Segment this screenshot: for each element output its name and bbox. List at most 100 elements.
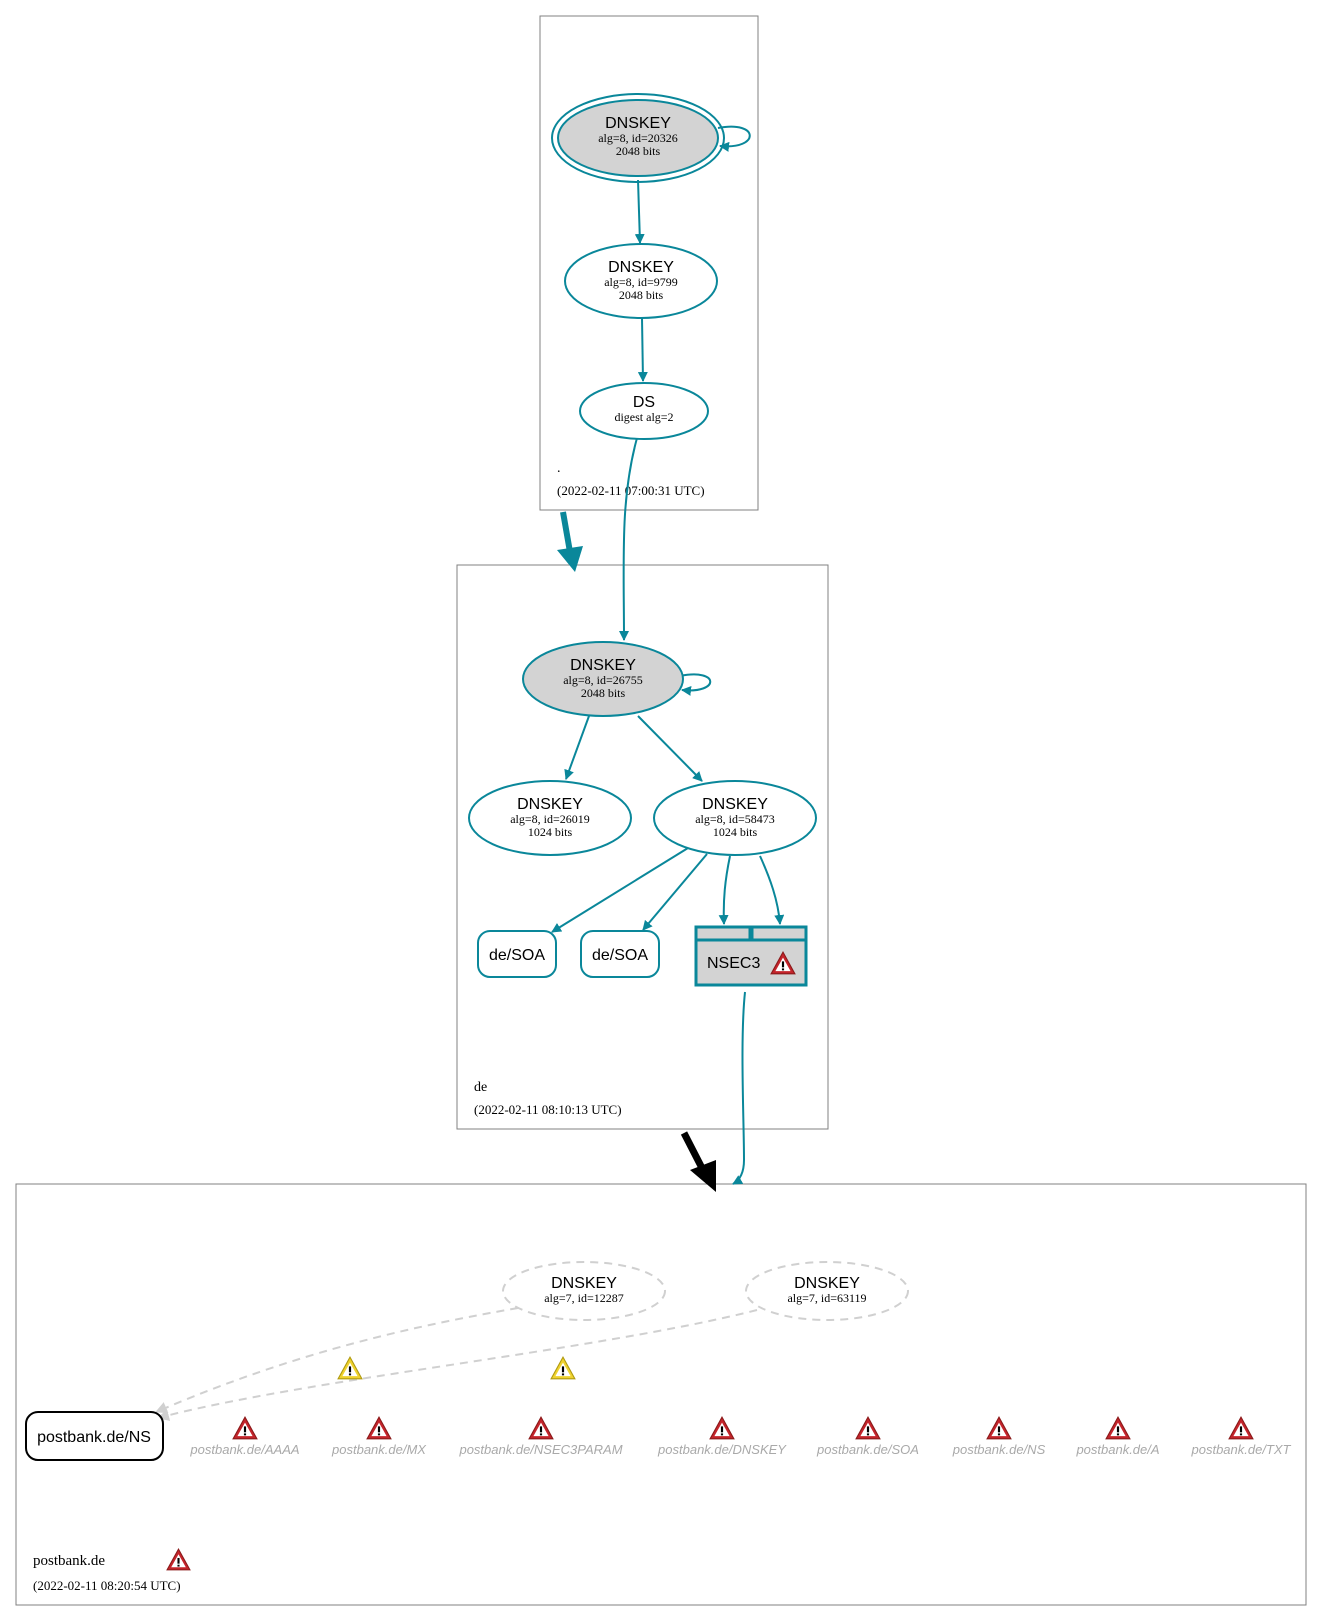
node-root-ds: DS digest alg=2 [579, 382, 709, 440]
node-root-ksk-inner [557, 99, 719, 177]
edge-pb-key2-warning-icon [550, 1356, 576, 1380]
node-de-zsk2-title: DNSKEY [702, 796, 768, 813]
node-de-nsec3: NSEC3 [694, 925, 808, 987]
edge-de-zsk2-nsec3-a [718, 855, 731, 925]
rrset-a-label: postbank.de/A [1075, 1442, 1159, 1457]
node-root-ds-title: DS [633, 394, 655, 411]
node-de-zsk2-line1: alg=8, id=58473 [695, 812, 775, 826]
edges [155, 125, 785, 1421]
rrset-nsec3param: postbank.de/NSEC3PARAM [458, 1416, 623, 1457]
edge-root-ksk-self [717, 125, 751, 152]
zone-de-name: de [474, 1080, 487, 1095]
node-root-zsk-title: DNSKEY [608, 259, 674, 276]
rrset-dnskey-error-icon [709, 1416, 735, 1440]
node-de-soa2: de/SOA [580, 930, 660, 978]
node-root-ksk-line2: 2048 bits [616, 144, 661, 158]
node-root-zsk-line2: 2048 bits [619, 288, 664, 302]
node-root-zsk: DNSKEY alg=8, id=9799 2048 bits [564, 243, 718, 319]
edge-pb-key2-ns [157, 1309, 758, 1421]
node-pb-key2-title: DNSKEY [794, 1275, 860, 1292]
edge-pb-key1-ns [155, 1307, 519, 1414]
edge-delegation-root-de [560, 511, 573, 553]
node-pb-ns: postbank.de/NS [25, 1411, 164, 1461]
zone-root: . (2022-02-11 07:00:31 UTC) [539, 15, 759, 511]
node-pb-key1-shape [502, 1261, 666, 1321]
zone-root-timestamp: (2022-02-11 07:00:31 UTC) [557, 483, 705, 498]
rrset-soa-label: postbank.de/SOA [816, 1442, 919, 1457]
edge-delegation-de-postbank [680, 1131, 707, 1172]
node-root-ksk-line1: alg=8, id=20326 [598, 131, 678, 145]
zone-de-box [456, 564, 829, 1130]
rrset-mx-error-icon [366, 1416, 392, 1440]
rrset-aaaa-label: postbank.de/AAAA [189, 1442, 299, 1457]
node-root-ksk-outer [551, 93, 725, 183]
node-de-soa2-label: de/SOA [592, 947, 648, 964]
node-de-soa1: de/SOA [477, 930, 557, 978]
node-root-ksk: DNSKEY alg=8, id=20326 2048 bits [551, 93, 725, 183]
rrset-aaaa-error-icon [232, 1416, 258, 1440]
rrset-txt-label: postbank.de/TXT [1191, 1442, 1292, 1457]
edge-pb-key1-warning-icon [337, 1356, 363, 1380]
node-de-soa1-label: de/SOA [489, 947, 545, 964]
node-pb-ns-label: postbank.de/NS [37, 1429, 151, 1446]
edge-de-ksk-zsk2 [637, 715, 703, 782]
node-de-zsk2: DNSKEY alg=8, id=58473 1024 bits [653, 780, 817, 856]
node-root-ksk-title: DNSKEY [605, 115, 671, 132]
rrset-txt-error-icon [1228, 1416, 1254, 1440]
rrset-mx-label: postbank.de/MX [331, 1442, 427, 1457]
edge-root-zsk-ds [637, 317, 648, 382]
edge-de-ksk-zsk1 [564, 715, 590, 780]
rrset-nsec3param-error-icon [528, 1416, 554, 1440]
node-de-zsk1: DNSKEY alg=8, id=26019 1024 bits [468, 780, 632, 856]
node-de-zsk1-line1: alg=8, id=26019 [510, 812, 590, 826]
node-de-zsk2-shape [653, 780, 817, 856]
edge-de-zsk2-nsec3-b [759, 855, 785, 925]
node-de-nsec3-cell-a [694, 925, 752, 942]
edge-ds-de-ksk [618, 437, 638, 641]
rrset-ns-label: postbank.de/NS [952, 1442, 1046, 1457]
zone-de-timestamp: (2022-02-11 08:10:13 UTC) [474, 1102, 622, 1117]
node-de-nsec3-label: NSEC3 [707, 955, 760, 972]
rrset-dnskey-label: postbank.de/DNSKEY [657, 1442, 787, 1457]
node-de-ksk-title: DNSKEY [570, 657, 636, 674]
zone-root-box [539, 15, 759, 511]
node-root-zsk-shape [564, 243, 718, 319]
edge-delegation-root-de-head [557, 546, 583, 572]
node-de-soa1-shape [477, 930, 557, 978]
zone-postbank-timestamp: (2022-02-11 08:20:54 UTC) [33, 1578, 181, 1593]
edge-nsec3-postbank [732, 991, 746, 1185]
node-de-soa2-shape [580, 930, 660, 978]
edge-root-ksk-zsk [634, 179, 645, 244]
rrset-a: postbank.de/A [1075, 1416, 1160, 1457]
node-de-zsk1-line2: 1024 bits [528, 825, 573, 839]
node-pb-key2-shape [745, 1261, 909, 1321]
zone-root-name: . [557, 461, 561, 476]
rrset-ns: postbank.de/NS [952, 1416, 1046, 1457]
node-root-ds-shape [579, 382, 709, 440]
edge-de-zsk2-soa2 [642, 853, 708, 931]
rrset-dnskey: postbank.de/DNSKEY [657, 1416, 787, 1457]
node-de-zsk1-title: DNSKEY [517, 796, 583, 813]
node-de-ksk-line1: alg=8, id=26755 [563, 673, 643, 687]
node-pb-key1-title: DNSKEY [551, 1275, 617, 1292]
rrset-soa: postbank.de/SOA [816, 1416, 919, 1457]
node-root-zsk-line1: alg=8, id=9799 [604, 275, 678, 289]
node-de-zsk1-shape [468, 780, 632, 856]
node-de-nsec3-cell-b [750, 925, 808, 942]
edge-de-ksk-self [679, 673, 712, 696]
node-de-ksk-line2: 2048 bits [581, 686, 626, 700]
node-root-ds-line1: digest alg=2 [614, 410, 673, 424]
node-de-ksk: DNSKEY alg=8, id=26755 2048 bits [522, 641, 684, 717]
rrset-nsec3param-label: postbank.de/NSEC3PARAM [458, 1442, 622, 1457]
zone-postbank: postbank.de (2022-02-11 08:20:54 UTC) [15, 1183, 1307, 1606]
rrset-mx: postbank.de/MX [331, 1416, 427, 1457]
edge-delegation-de-postbank-head [690, 1160, 716, 1192]
zone-postbank-name: postbank.de [33, 1553, 105, 1569]
node-pb-key1: DNSKEY alg=7, id=12287 [502, 1261, 666, 1321]
rrset-ns-error-icon [986, 1416, 1012, 1440]
node-de-ksk-shape [522, 641, 684, 717]
zone-de: de (2022-02-11 08:10:13 UTC) [456, 564, 829, 1130]
edge-de-zsk2-soa1 [551, 847, 689, 933]
rrset-soa-error-icon [855, 1416, 881, 1440]
node-pb-key1-line1: alg=7, id=12287 [544, 1291, 624, 1305]
